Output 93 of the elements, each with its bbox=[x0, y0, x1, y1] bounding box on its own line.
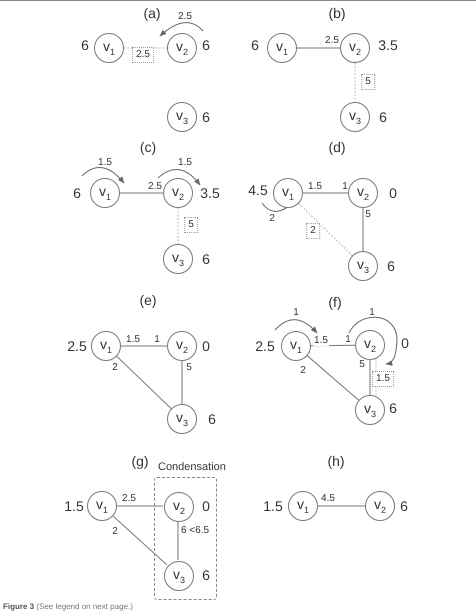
edge-line bbox=[302, 192, 348, 194]
panel-label: (d) bbox=[328, 140, 346, 154]
vertex-value: 6 bbox=[202, 110, 210, 124]
figure-caption: Figure 3 (See legend on next page.) bbox=[3, 602, 133, 611]
vertex-circle: v$_{3}$ bbox=[164, 561, 194, 591]
edge-label: 2.5 bbox=[324, 36, 340, 46]
edge-label: 1.5 bbox=[313, 336, 329, 346]
panel-label: (f) bbox=[328, 295, 342, 309]
vertex-value: 4.5 bbox=[248, 183, 268, 197]
vertex-value: 6 bbox=[400, 499, 408, 513]
edge-label: 6 <6.5 bbox=[180, 526, 210, 536]
edge-line bbox=[362, 208, 364, 252]
vertex-value: 6 bbox=[387, 259, 395, 273]
weight-label: 1 bbox=[154, 335, 160, 345]
edge-label: 4.5 bbox=[320, 494, 336, 504]
edge-label: 5 bbox=[184, 217, 198, 233]
vertex-value: 3.5 bbox=[378, 38, 398, 52]
vertex-circle: v$_{3}$ bbox=[167, 404, 197, 434]
vertex-value: 2.5 bbox=[255, 339, 275, 353]
weight-label: 1.5 bbox=[98, 158, 112, 168]
weight-label: 1 bbox=[369, 308, 375, 318]
weight-label: 1 bbox=[293, 308, 299, 318]
vertex-value: 6 bbox=[73, 186, 81, 200]
vertex-value: 6 bbox=[202, 568, 210, 582]
vertex-circle: v$_{2}$ bbox=[340, 33, 370, 63]
edge-label: 5 bbox=[358, 360, 366, 370]
vertex-value: 2.5 bbox=[67, 339, 87, 353]
edge-label: 1.5 bbox=[372, 371, 394, 387]
edge-label: 5 bbox=[364, 210, 372, 220]
edge-line bbox=[120, 192, 164, 194]
vertex-value: 6 bbox=[208, 412, 216, 426]
vertex-circle: v$_{1}$ bbox=[281, 331, 311, 361]
edge-label: 2 bbox=[306, 223, 320, 239]
vertex-value: 0 bbox=[389, 186, 397, 200]
panel-label: (c) bbox=[140, 140, 156, 154]
vertex-circle: v$_{1}$ bbox=[273, 178, 303, 208]
vertex-circle: v$_{2}$ bbox=[355, 330, 385, 360]
vertex-value: 6 bbox=[81, 38, 89, 52]
vertex-value: 6 bbox=[202, 38, 210, 52]
edge-label: 1.5 bbox=[125, 335, 141, 345]
vertex-value: 6 bbox=[251, 38, 259, 52]
vertex-value: 0 bbox=[202, 499, 210, 513]
vertex-circle: v$_{1}$ bbox=[94, 33, 124, 63]
vertex-circle: v$_{2}$ bbox=[365, 491, 395, 521]
panel-label: (b) bbox=[328, 6, 346, 20]
vertex-circle: v$_{1}$ bbox=[87, 491, 117, 521]
vertex-circle: v$_{3}$ bbox=[167, 102, 197, 132]
edge-label: 2 bbox=[111, 527, 119, 537]
vertex-circle: v$_{3}$ bbox=[163, 244, 193, 274]
vertex-circle: v$_{3}$ bbox=[340, 102, 370, 132]
weight-label: 2 bbox=[269, 214, 275, 224]
vertex-value: 6 bbox=[379, 110, 387, 124]
edge-label: 2 bbox=[111, 363, 119, 373]
vertex-value: 0 bbox=[401, 336, 409, 350]
weight-label: 1.5 bbox=[178, 158, 192, 168]
edge-label: 2.5 bbox=[132, 47, 154, 63]
vertex-circle: v$_{1}$ bbox=[267, 33, 297, 63]
panel-label: (h) bbox=[327, 454, 345, 468]
vertex-circle: v$_{3}$ bbox=[348, 251, 378, 281]
weight-label: 1 bbox=[345, 335, 351, 345]
vertex-value: 6 bbox=[389, 401, 397, 415]
vertex-circle: v$_{1}$ bbox=[91, 331, 121, 361]
vertex-circle: v$_{2}$ bbox=[164, 492, 194, 522]
dotted-edge bbox=[298, 202, 353, 256]
vertex-value: 3.5 bbox=[200, 186, 220, 200]
vertex-value: 1.5 bbox=[64, 499, 84, 513]
edge-label: 5 bbox=[185, 363, 193, 373]
dotted-edge bbox=[354, 62, 356, 102]
vertex-circle: v$_{2}$ bbox=[348, 178, 378, 208]
vertex-value: 6 bbox=[202, 252, 210, 266]
vertex-circle: v$_{1}$ bbox=[90, 178, 120, 208]
vertex-circle: v$_{2}$ bbox=[167, 331, 197, 361]
panel-label: (a) bbox=[143, 6, 161, 20]
weight-label: 1 bbox=[342, 182, 348, 192]
vertex-value: 1.5 bbox=[263, 499, 283, 513]
panel-label: (e) bbox=[139, 293, 157, 307]
vertex-circle: v$_{1}$ bbox=[288, 491, 318, 521]
vertex-value: 0 bbox=[202, 339, 210, 353]
edge-label: 5 bbox=[361, 74, 375, 90]
edge-line bbox=[112, 516, 168, 566]
edge-line bbox=[310, 344, 356, 346]
vertex-circle: v$_{2}$ bbox=[163, 178, 193, 208]
edge-line bbox=[116, 356, 172, 410]
group-heading: Condensation bbox=[158, 461, 226, 473]
edge-label: 2 bbox=[299, 366, 307, 376]
weight-label: 2.5 bbox=[178, 12, 192, 22]
edge-line bbox=[306, 355, 360, 401]
panel-label: (g) bbox=[131, 454, 149, 468]
vertex-circle: v$_{3}$ bbox=[355, 395, 385, 425]
edge-label: 2.5 bbox=[147, 182, 163, 192]
edge-label: 1.5 bbox=[307, 182, 323, 192]
edge-label: 2.5 bbox=[121, 494, 137, 504]
vertex-circle: v$_{2}$ bbox=[167, 33, 197, 63]
